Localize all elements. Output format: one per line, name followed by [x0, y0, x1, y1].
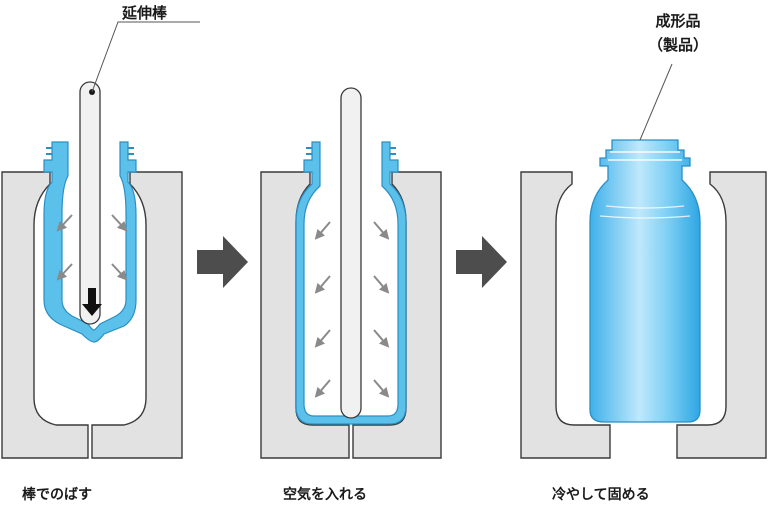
step-1-stretch: 延伸棒 棒でのばす	[1, 4, 200, 503]
expansion-arrows-2	[314, 221, 390, 398]
process-arrow-icon	[197, 236, 248, 288]
product-label-line1: 成形品	[655, 12, 700, 30]
step-3-caption: 冷やして固める	[552, 486, 650, 503]
rod-label: 延伸棒	[121, 4, 168, 22]
rod-leader-line	[91, 21, 200, 93]
molded-bottle	[589, 139, 701, 423]
step-1-caption: 棒でのばす	[22, 486, 92, 503]
step-3-cool: 成形品 （製品） 冷やして固める	[520, 12, 767, 503]
expansion-arrows-1	[56, 214, 128, 281]
mold-3-right	[676, 171, 767, 459]
down-arrow-icon	[82, 288, 102, 316]
blown-preform	[295, 141, 407, 425]
mold-1	[1, 171, 183, 459]
step-2-caption: 空気を入れる	[283, 486, 367, 503]
stretch-rod-2	[340, 87, 362, 419]
stretch-rod	[79, 81, 101, 325]
mold-3-left	[520, 171, 611, 459]
step-2-blow: 空気を入れる	[260, 87, 442, 503]
process-arrow-icon-2	[456, 236, 507, 288]
product-leader-line	[639, 63, 673, 141]
product-label-line2: （製品）	[648, 36, 708, 54]
